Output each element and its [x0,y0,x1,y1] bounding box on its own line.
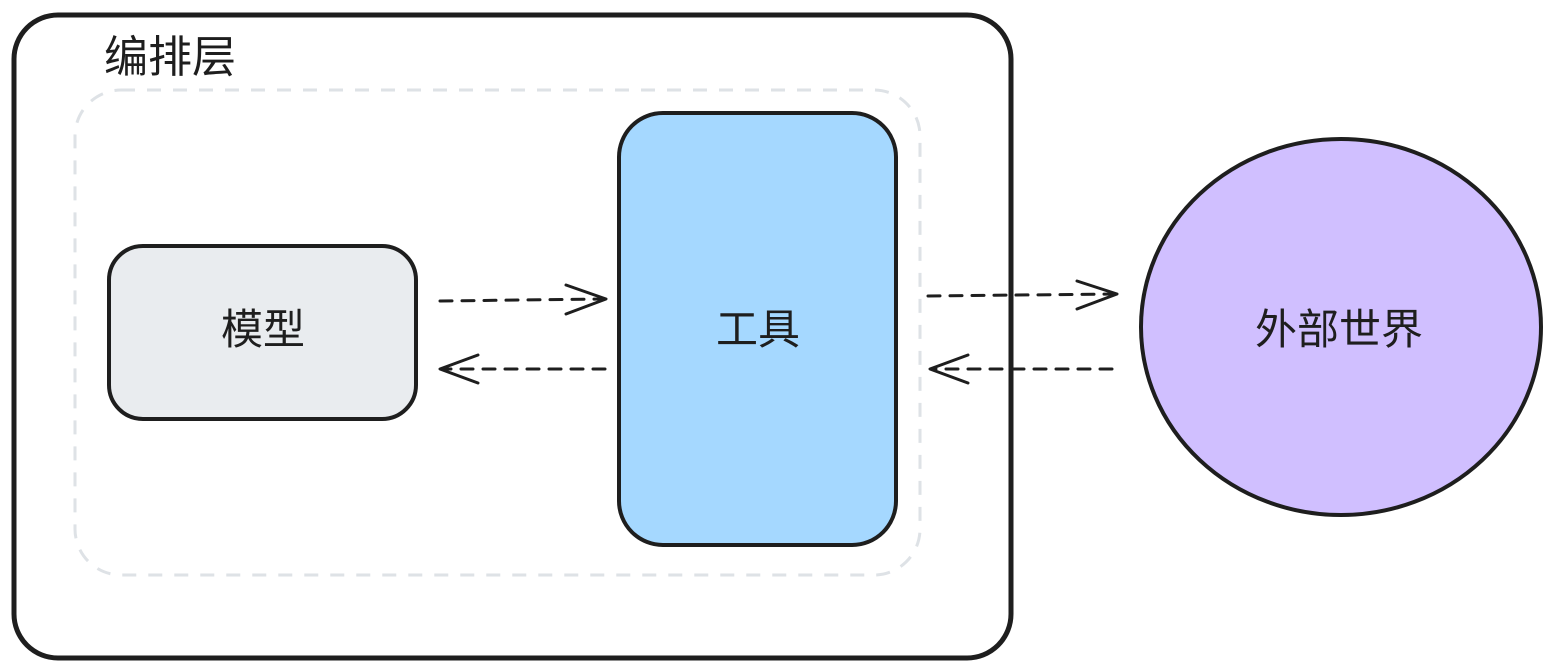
arrow-external-world-to-tools [928,353,1114,385]
arrow-tools-to-external-world [926,279,1119,311]
model-label: 模型 [221,305,305,354]
external-world-ellipse [1139,137,1543,517]
arrow-tools-to-model [438,353,607,385]
model-box [107,244,418,421]
arrow-model-to-tools [438,283,608,316]
tools-label: 工具 [716,305,800,354]
tools-node: 工具 [617,111,898,547]
inner-dashed-boundary [73,88,922,577]
external-world-label: 外部世界 [1255,305,1423,354]
tools-box [617,111,898,547]
external-world-node: 外部世界 [1139,137,1543,517]
orchestration-layer-label: 编排层 [104,32,236,83]
model-node: 模型 [107,244,418,421]
